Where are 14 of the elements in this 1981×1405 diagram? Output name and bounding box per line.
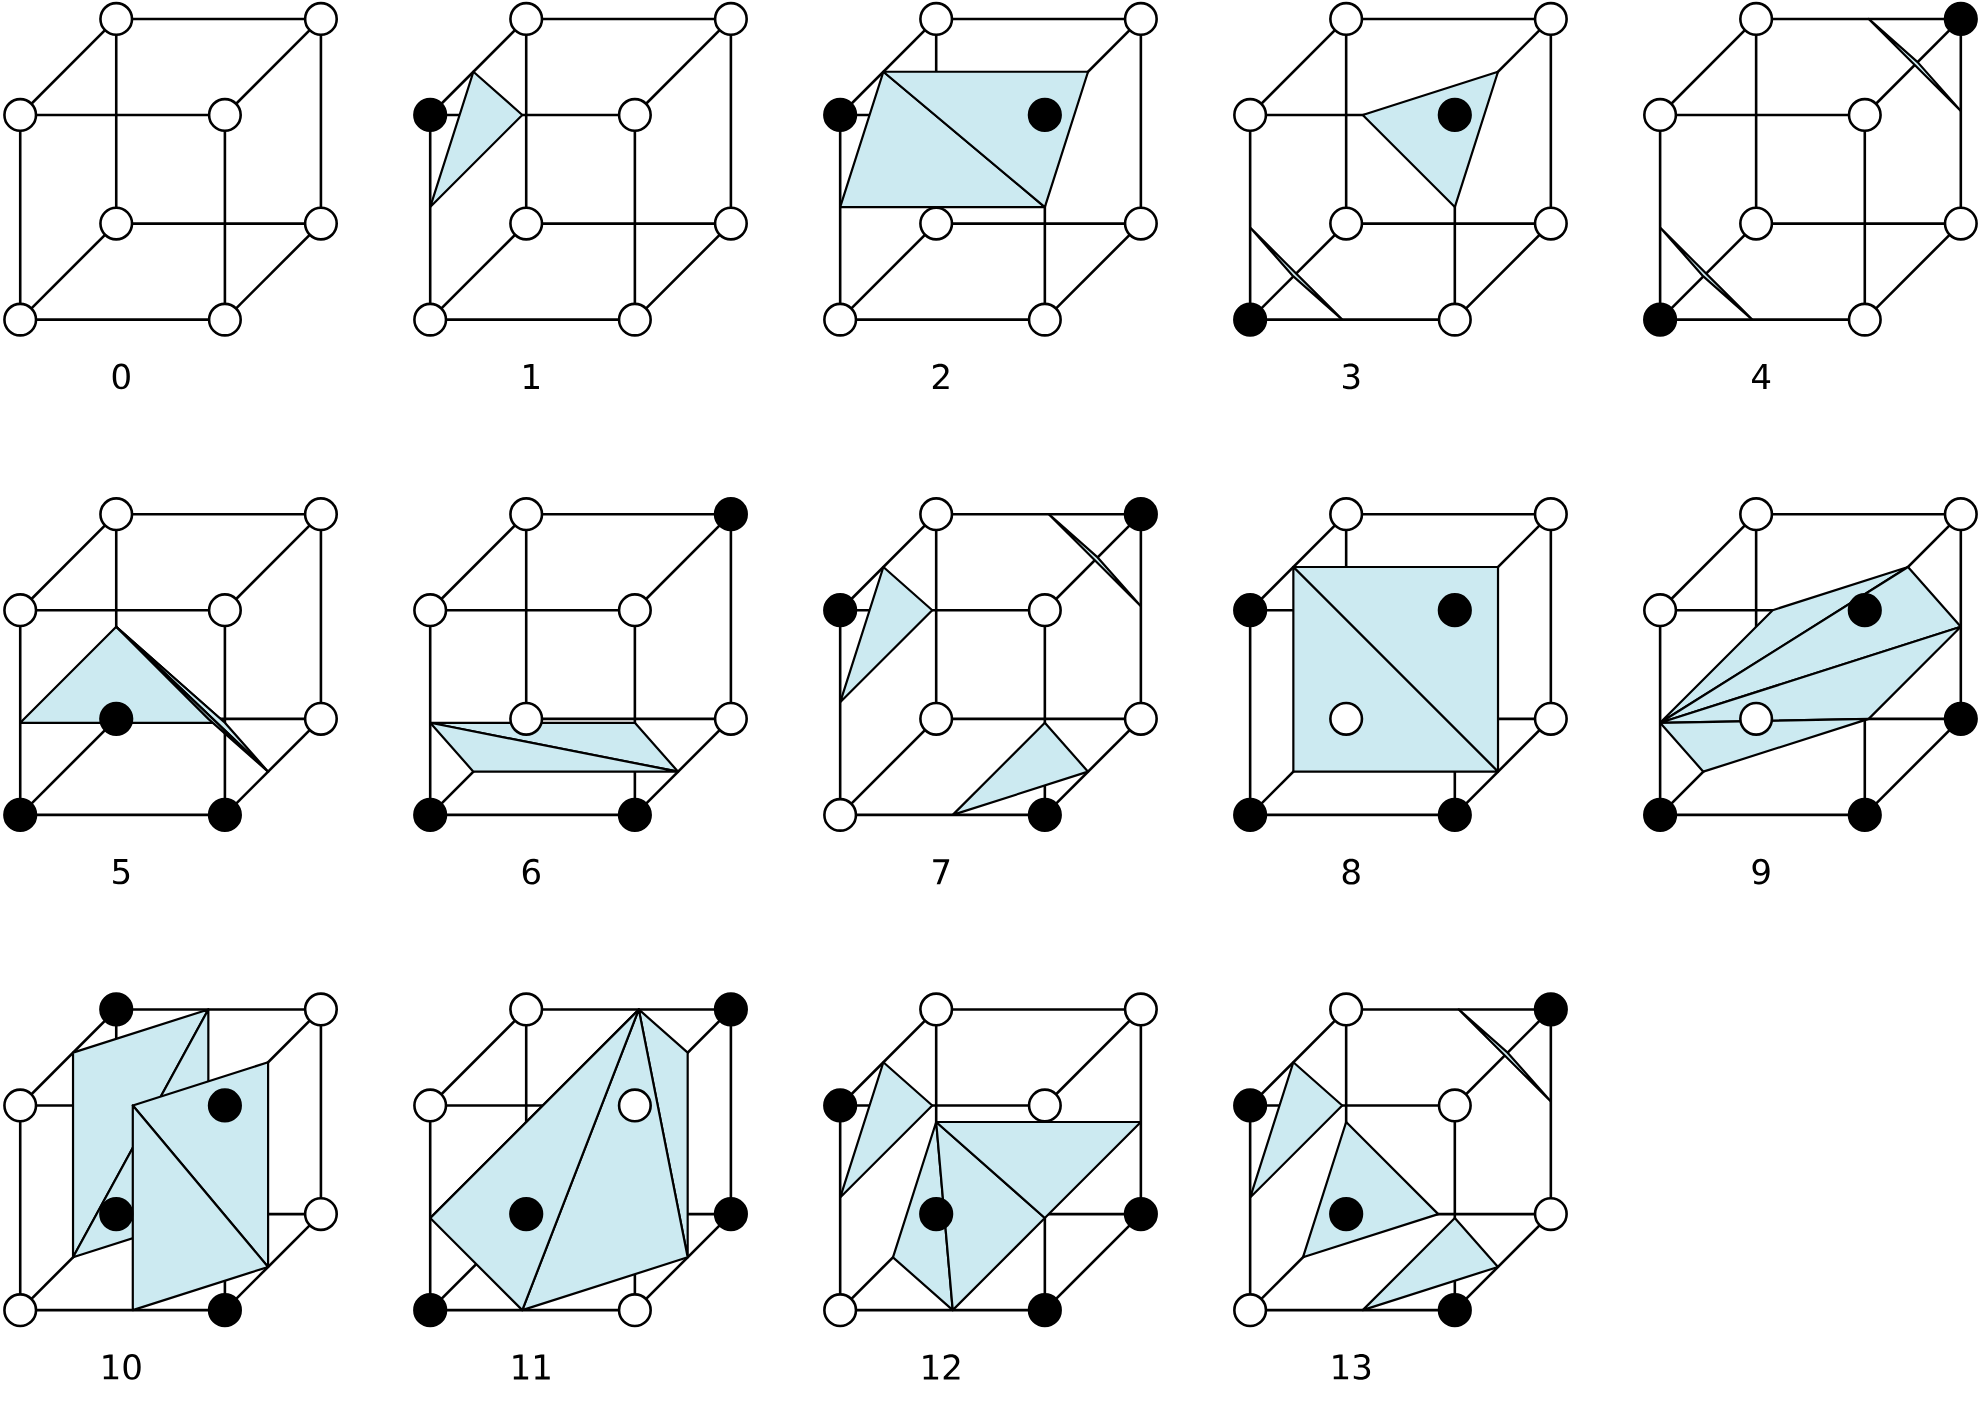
case-number: 10: [103, 1354, 141, 1380]
case-number: 8: [1342, 858, 1360, 885]
case-number: 2: [932, 363, 949, 390]
case-number: 7: [933, 859, 950, 885]
case-number: 6: [522, 858, 540, 885]
case-number: 12: [923, 1354, 960, 1380]
case-number: 11: [513, 1354, 550, 1380]
case-number: 4: [1752, 364, 1771, 389]
case-number: 0: [112, 363, 130, 390]
case-number: 3: [1343, 363, 1360, 390]
case-number: 5: [113, 859, 130, 885]
case-number: 13: [1333, 1354, 1371, 1380]
case-number: 9: [1752, 858, 1770, 885]
case-number: 1: [524, 364, 539, 389]
